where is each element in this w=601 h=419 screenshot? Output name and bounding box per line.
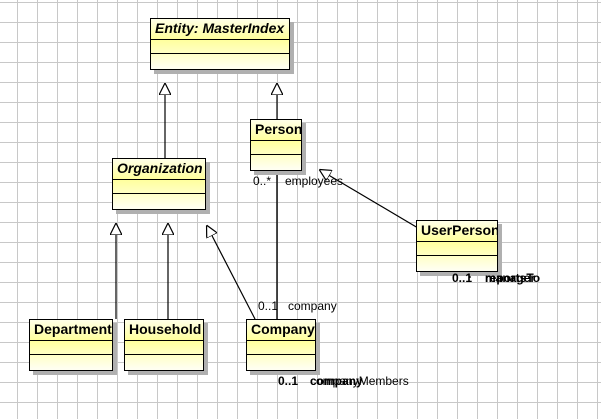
uml-attributes-compartment-organization [113,180,205,194]
uml-class-name-organization: Organization [113,159,205,180]
uml-attributes-compartment-masterindex [151,40,289,54]
association-label-companymembers-role: companyMembers [310,374,409,388]
association-label-reportsto-role: reportsTo [485,271,541,285]
association-label-manager-role: manager [485,271,536,285]
uml-class-name-household: Household [125,320,203,341]
uml-class-masterindex[interactable]: Entity: MasterIndex [150,18,290,70]
uml-operations-compartment-company [247,355,315,369]
uml-class-name-masterindex: Entity: MasterIndex [151,19,289,40]
association-label-companymembers-multiplicity: 0..1 [278,374,299,388]
uml-operations-compartment-userperson [417,256,497,270]
uml-class-name-userperson: UserPerson [417,221,497,242]
uml-operations-compartment-household [125,355,203,369]
uml-attributes-compartment-person [251,141,301,155]
uml-operations-compartment-masterindex [151,54,289,68]
association-label-company-role: company [288,299,337,313]
uml-attributes-compartment-household [125,341,203,355]
uml-operations-compartment-department [30,355,112,369]
uml-class-organization[interactable]: Organization [112,158,206,210]
uml-class-department[interactable]: Department [29,319,113,371]
association-label-employees-role: employees [285,174,344,188]
association-label-company-role-overlap: company [310,374,363,388]
uml-class-name-person: Person [251,120,301,141]
uml-attributes-compartment-company [247,341,315,355]
uml-class-userperson[interactable]: UserPerson [416,220,498,272]
uml-operations-compartment-organization [113,194,205,208]
association-label-employees-multiplicity: 0..* [253,174,272,188]
uml-operations-compartment-person [251,155,301,169]
uml-class-person[interactable]: Person [250,119,302,171]
uml-attributes-compartment-department [30,341,112,355]
association-label-manager-multiplicity: 0..1 [452,271,473,285]
generalization-company-to-organization [207,226,256,320]
association-label-company-multiplicity: 0..1 [258,299,279,313]
uml-class-name-department: Department [30,320,112,341]
uml-class-name-company: Company [247,320,315,341]
uml-class-household[interactable]: Household [124,319,204,371]
uml-attributes-compartment-userperson [417,242,497,256]
uml-class-company[interactable]: Company [246,319,316,371]
